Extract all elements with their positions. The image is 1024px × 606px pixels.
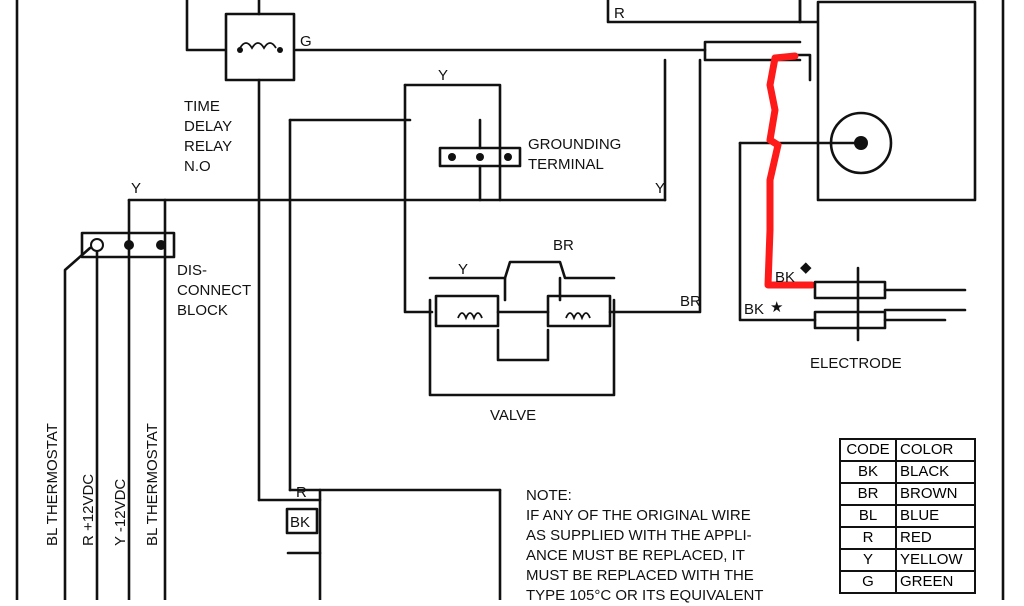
- note-body: IF ANY OF THE ORIGINAL WIRE AS SUPPLIED …: [526, 507, 764, 604]
- electrode-label: ELECTRODE: [810, 355, 902, 372]
- grounding-label-line: GROUNDING: [528, 136, 621, 153]
- thermostat-labels: BL THERMOSTAT R +12VDC Y -12VDC BL THERM…: [44, 423, 161, 546]
- wire-color-labels: R G Y Y Y BR Y BR BK ◆ BK ★ R BK: [131, 5, 812, 531]
- valve: [428, 260, 616, 397]
- table-header-code: CODE: [839, 438, 897, 462]
- relay-label-line: TIME: [184, 98, 220, 115]
- table-cell-code: BL: [839, 504, 897, 528]
- wire-label-r: R: [296, 484, 307, 501]
- top-wires: [185, 0, 802, 62]
- table-cell-code: G: [839, 570, 897, 594]
- wire-label-bk: BK: [290, 514, 310, 531]
- wire-label-y: Y: [131, 180, 141, 197]
- wire-label-br: BR: [680, 293, 701, 310]
- table-cell-color: YELLOW: [895, 548, 976, 572]
- wire-label-y: Y: [438, 67, 448, 84]
- disconnect-label-line: BLOCK: [177, 302, 228, 319]
- wire-label-r: R: [614, 5, 625, 22]
- disconnect-block: [80, 231, 176, 259]
- disconnect-block-label: DIS- CONNECT BLOCK: [177, 262, 251, 319]
- grounding-terminal: [438, 118, 522, 202]
- thermostat-wire-label: BL THERMOSTAT: [144, 423, 161, 546]
- star-icon: ★: [770, 299, 783, 316]
- note: NOTE: IF ANY OF THE ORIGINAL WIRE AS SUP…: [526, 486, 836, 606]
- wire-label-br: BR: [553, 237, 574, 254]
- relay-label-line: DELAY: [184, 118, 232, 135]
- table-cell-code: BK: [839, 460, 897, 484]
- electrode: [813, 266, 967, 342]
- table-cell-color: BROWN: [895, 482, 976, 506]
- disconnect-label-line: CONNECT: [177, 282, 251, 299]
- table-cell-color: BLUE: [895, 504, 976, 528]
- wire-label-bk: BK: [775, 269, 795, 286]
- table-cell-color: GREEN: [895, 570, 976, 594]
- disconnect-label-line: DIS-: [177, 262, 207, 279]
- relay-label-line: RELAY: [184, 138, 232, 155]
- wire-label-g: G: [300, 33, 312, 50]
- diamond-icon: ◆: [800, 259, 812, 276]
- table-cell-code: Y: [839, 548, 897, 572]
- page-frame: [15, 0, 1005, 600]
- table-header-row: CODE COLOR: [839, 438, 976, 462]
- table-cell-color: BLACK: [895, 460, 976, 484]
- thermostat-wire-label: Y -12VDC: [112, 479, 129, 546]
- thermostat-wire-label: BL THERMOSTAT: [44, 423, 61, 546]
- grounding-label-line: TERMINAL: [528, 156, 604, 173]
- note-title: NOTE:: [526, 487, 572, 504]
- control-module: [738, 0, 977, 322]
- grounding-terminal-label: GROUNDING TERMINAL: [528, 136, 621, 173]
- wire-label-bk: BK: [744, 301, 764, 318]
- table-header-color: COLOR: [895, 438, 976, 462]
- table-cell-color: RED: [895, 526, 976, 550]
- wire-label-y: Y: [655, 180, 665, 197]
- highlighted-wire: [764, 52, 816, 289]
- time-delay-relay: [224, 0, 296, 502]
- bottom-component: [285, 488, 502, 600]
- relay-label-line: N.O: [184, 158, 211, 175]
- thermostat-wire-label: R +12VDC: [80, 474, 97, 546]
- vertical-wires: [63, 58, 702, 600]
- wire-label-y: Y: [458, 261, 468, 278]
- relay-label: TIME DELAY RELAY N.O: [184, 98, 232, 175]
- valve-label: VALVE: [490, 407, 536, 424]
- table-cell-code: BR: [839, 482, 897, 506]
- table-cell-code: R: [839, 526, 897, 550]
